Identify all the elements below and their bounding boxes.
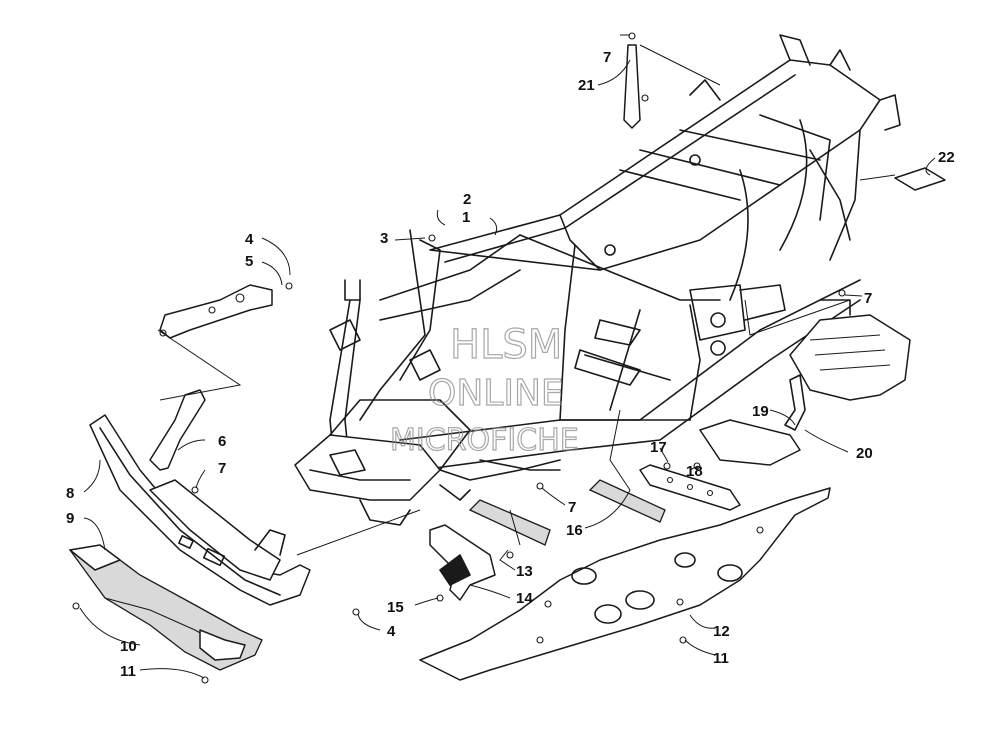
decal <box>894 167 946 191</box>
callout-9: 9 <box>66 510 74 527</box>
callout-21: 21 <box>578 77 595 94</box>
callout-7-top: 7 <box>603 49 611 66</box>
callout-11-right: 11 <box>713 650 729 667</box>
bumper-support <box>149 389 206 494</box>
leader-lines <box>79 34 936 679</box>
callout-2: 2 <box>463 191 471 208</box>
footrest <box>789 299 911 401</box>
callout-4-lower: 4 <box>387 623 396 640</box>
watermark-line-2: ONLINE <box>428 373 564 414</box>
callout-14: 14 <box>516 590 533 607</box>
watermark-line-3: MICROFICHE <box>390 423 579 458</box>
rear-strap <box>623 32 649 129</box>
callout-7-right: 7 <box>864 290 872 307</box>
front-bracket <box>159 282 293 339</box>
footrest-support <box>699 374 806 466</box>
main-frame <box>294 34 901 526</box>
callout-19: 19 <box>752 403 769 420</box>
callout-6: 6 <box>218 433 226 450</box>
callout-16: 16 <box>566 522 583 539</box>
main-skid-plate <box>419 487 831 681</box>
center-straps <box>468 479 666 546</box>
callout-13: 13 <box>516 563 533 580</box>
callout-7-center: 7 <box>568 499 576 516</box>
right-bracket <box>639 462 741 511</box>
callout-22: 22 <box>938 149 955 166</box>
callout-12: 12 <box>713 623 730 640</box>
callout-15: 15 <box>387 599 404 616</box>
callout-17: 17 <box>650 439 667 456</box>
callout-4-upper: 4 <box>245 231 254 248</box>
callout-3: 3 <box>380 230 388 247</box>
hardware-fasteners <box>352 234 846 644</box>
callout-1: 1 <box>462 209 470 226</box>
callout-10: 10 <box>120 638 137 655</box>
callout-7-left: 7 <box>218 460 226 477</box>
callout-5: 5 <box>245 253 253 270</box>
front-bumper <box>89 414 311 606</box>
callout-20: 20 <box>856 445 873 462</box>
callout-11-left: 11 <box>120 663 136 680</box>
front-skid-plate <box>68 544 263 684</box>
callout-18: 18 <box>686 463 703 480</box>
center-brace <box>429 524 496 601</box>
watermark: HLSM ONLINE MICROFICHE <box>389 321 579 458</box>
watermark-line-1: HLSM <box>450 322 562 368</box>
callout-8: 8 <box>66 485 74 502</box>
callout-labels: 1 2 3 4 5 6 7 8 9 10 11 4 7 21 22 7 19 2… <box>66 49 955 680</box>
